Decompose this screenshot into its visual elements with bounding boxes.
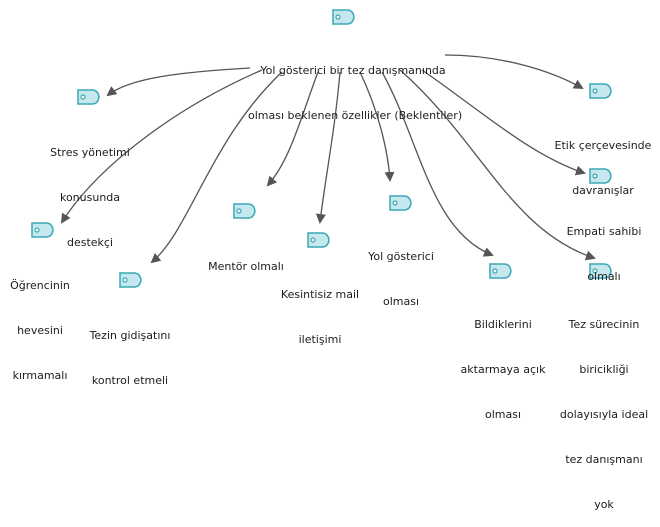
node-etik-line-1: Etik çerçevesinde: [554, 139, 652, 152]
node-yol-line-2: olması: [382, 295, 420, 308]
node-mail-label: Kesintisiz mail iletişimi: [270, 257, 370, 362]
node-stres-tag-icon: [77, 89, 100, 105]
node-etik-label: Etik çerçevesinde davranışlar: [548, 108, 658, 213]
node-bildik-line-3: olması: [484, 408, 522, 421]
node-mentor-tag-icon: [233, 203, 256, 219]
edge-etik: [444, 54, 584, 89]
node-tezsurec-line-2: biricikliği: [579, 363, 629, 376]
node-tezsurec-tag-icon: [589, 263, 612, 279]
node-bildik-label: Bildiklerini aktarmaya açık olması: [455, 287, 551, 437]
node-tezin-line-2: kontrol etmeli: [91, 374, 169, 387]
node-yol-label: Yol gösterici olması: [356, 219, 446, 324]
root-tag-icon: [332, 9, 355, 25]
node-ogrenci-label: Öğrencinin hevesini kırmamalı: [0, 248, 80, 398]
node-tezin-label: Tezin gidişatını kontrol etmeli: [80, 298, 180, 403]
node-mentor-label: Mentör olmalı: [198, 229, 294, 289]
node-ogrenci-line-1: Öğrencinin: [10, 279, 70, 292]
node-tezin-line-1: Tezin gidişatını: [89, 329, 171, 342]
node-stres-label: Stres yönetimi konusunda destekçi: [40, 115, 140, 265]
root-topic-line-2: olması beklenen özellikler (Beklentiler): [248, 109, 463, 122]
node-mail-line-2: iletişimi: [298, 333, 342, 346]
node-ogrenci-tag-icon: [31, 222, 54, 238]
root-topic: Yol gösterici bir tez danışmanında olmas…: [248, 33, 463, 138]
edges-group: [60, 54, 596, 264]
node-bildik-line-2: aktarmaya açık: [460, 363, 546, 376]
node-stres-line-1: Stres yönetimi: [50, 146, 130, 159]
node-mentor-line-1: Mentör olmalı: [208, 260, 284, 273]
edge-empati: [421, 69, 586, 176]
edge-tezin: [150, 71, 283, 264]
node-ogrenci-line-2: hevesini: [17, 324, 63, 337]
node-etik-tag-icon: [589, 83, 612, 99]
node-tezsurec-line-5: yok: [594, 498, 614, 511]
node-mail-tag-icon: [307, 232, 330, 248]
root-topic-line-1: Yol gösterici bir tez danışmanında: [260, 64, 446, 77]
node-etik-line-2: davranışlar: [572, 184, 634, 197]
node-tezsurec-line-3: dolayısıyla ideal: [559, 408, 649, 421]
node-empati-line-1: Empati sahibi: [566, 225, 642, 238]
edge-bildik: [381, 71, 494, 257]
node-tezsurec-label: Tez sürecinin biricikliği dolayısıyla id…: [552, 287, 656, 527]
edge-mentor: [266, 71, 319, 187]
node-mail-line-1: Kesintisiz mail: [280, 288, 360, 301]
node-stres-line-2: konusunda: [59, 191, 121, 204]
node-yol-line-1: Yol gösterici: [368, 250, 434, 263]
node-tezsurec-line-4: tez danışmanı: [565, 453, 643, 466]
edge-ogrenci: [60, 69, 263, 224]
node-ogrenci-line-3: kırmamalı: [12, 369, 68, 382]
node-tezsurec-line-1: Tez sürecinin: [568, 318, 640, 331]
node-empati-label: Empati sahibi olmalı: [552, 194, 656, 299]
mind-map-canvas: [60, 54, 596, 264]
node-empati-tag-icon: [589, 168, 612, 184]
node-yol-tag-icon: [389, 195, 412, 211]
node-stres-line-3: destekçi: [66, 236, 114, 249]
edge-mail: [315, 71, 341, 224]
node-bildik-line-1: Bildiklerini: [474, 318, 532, 331]
edge-stres: [106, 67, 251, 97]
node-bildik-tag-icon: [489, 263, 512, 279]
node-tezin-tag-icon: [119, 272, 142, 288]
node-empati-line-2: olmalı: [587, 270, 621, 283]
edge-yol: [359, 71, 395, 182]
edge-tezsurec: [399, 69, 596, 261]
